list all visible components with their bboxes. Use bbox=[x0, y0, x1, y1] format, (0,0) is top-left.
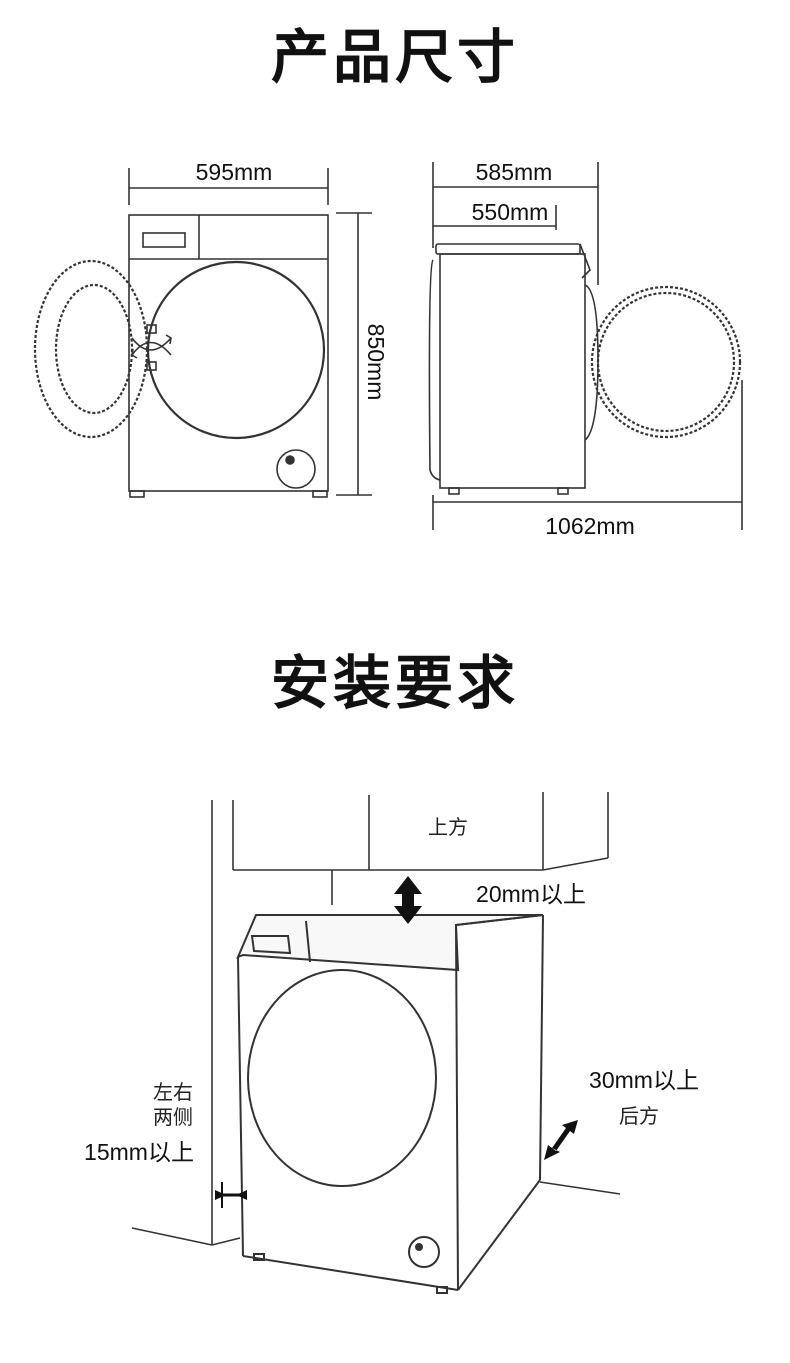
side-label-line2: 两侧 bbox=[153, 1105, 193, 1129]
height-dimension bbox=[336, 212, 372, 496]
door-opening bbox=[146, 260, 326, 440]
filter-cap bbox=[276, 449, 316, 489]
installation-requirements-title: 安装要求 bbox=[270, 649, 519, 717]
front-width-dimension bbox=[128, 168, 329, 205]
back-position-label: 后方 bbox=[619, 1104, 659, 1128]
top-position-label: 上方 bbox=[428, 815, 468, 839]
open-door-outline bbox=[33, 259, 149, 439]
installed-washer bbox=[236, 914, 544, 1294]
side-depth-dimensions bbox=[432, 162, 743, 530]
side-view-washer bbox=[428, 243, 742, 495]
clearance-arrows bbox=[215, 876, 578, 1208]
back-clearance-arrow-icon bbox=[544, 1120, 578, 1160]
top-clearance-arrow-icon bbox=[394, 876, 422, 924]
side-clearance-label: 15mm以上 bbox=[84, 1139, 194, 1165]
depth-open-door-label: 1062mm bbox=[545, 513, 634, 539]
control-display bbox=[142, 232, 186, 248]
depth-body-label: 550mm bbox=[472, 199, 549, 225]
side-open-door bbox=[590, 285, 742, 439]
side-label-line1: 左右 bbox=[153, 1080, 193, 1104]
product-dimensions-title: 产品尺寸 bbox=[270, 23, 519, 91]
depth-total-label: 585mm bbox=[476, 159, 553, 185]
top-clearance-label: 20mm以上 bbox=[476, 881, 586, 907]
front-view-washer bbox=[33, 214, 329, 498]
installation-drawing bbox=[131, 792, 621, 1294]
height-label: 850mm bbox=[363, 324, 389, 401]
rotate-arrow-icon bbox=[131, 337, 172, 351]
width-label: 595mm bbox=[196, 159, 273, 185]
upper-cabinet bbox=[232, 792, 609, 905]
back-clearance-label: 30mm以上 bbox=[589, 1067, 699, 1093]
